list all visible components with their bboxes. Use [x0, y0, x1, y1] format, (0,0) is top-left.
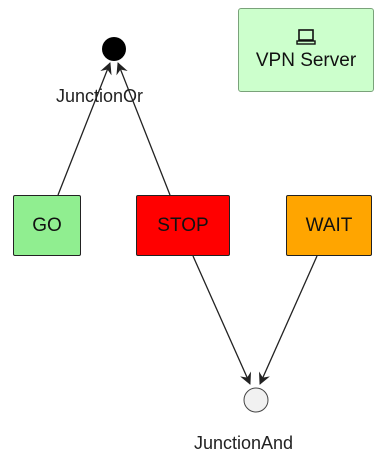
laptop-icon [296, 29, 316, 45]
wait-node[interactable]: WAIT [286, 195, 372, 256]
junction-and-node [243, 387, 269, 413]
junction-and-label: JunctionAnd [194, 433, 294, 453]
go-node[interactable]: GO [13, 195, 81, 256]
vpn-server-label: VPN Server [255, 50, 357, 71]
edge-stop-to-junction-or [116, 62, 171, 196]
stop-node[interactable]: STOP [136, 195, 230, 256]
junction-or-node [102, 37, 126, 61]
edge-go-to-junction-or [57, 62, 112, 196]
vpn-server-node[interactable]: VPN Server [238, 8, 374, 92]
wait-label: WAIT [305, 214, 353, 236]
go-label: GO [32, 214, 62, 236]
edge-stop-to-junction-and [192, 255, 252, 385]
junction-or-label: JunctionOr [56, 86, 144, 106]
edge-wait-to-junction-and [258, 255, 318, 385]
stop-label: STOP [157, 214, 209, 236]
